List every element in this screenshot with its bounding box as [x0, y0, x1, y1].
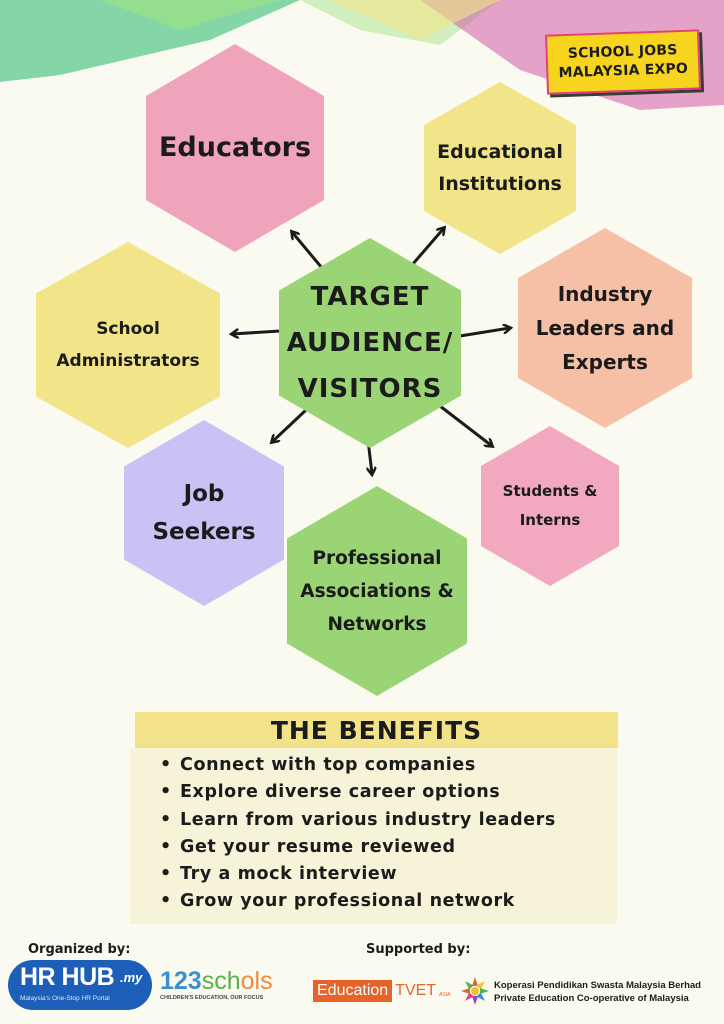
123schools-name-b: sch — [201, 967, 241, 995]
badge-line-2: MALAYSIA EXPO — [558, 60, 689, 82]
job-seekers-label: Job Seekers — [152, 481, 256, 545]
koperasi-line-2: Private Education Co-operative of Malays… — [494, 993, 689, 1004]
hrhub-name: HR HUB — [20, 963, 115, 991]
hex-industry: Industry Leaders and Experts — [518, 228, 692, 428]
hex-educators: Educators — [146, 44, 324, 252]
supported-by-label: Supported by: — [366, 942, 471, 957]
koperasi-logo: Koperasi Pendidikan Swasta Malaysia Berh… — [460, 976, 722, 1008]
benefit-item: Connect with top companies — [160, 752, 617, 780]
benefits-title: THE BENEFITS — [270, 715, 483, 745]
benefits-list-box: Connect with top companies Explore diver… — [130, 748, 617, 924]
center-label: TARGET AUDIENCE/ VISITORS — [286, 282, 454, 404]
benefits-list: Connect with top companies Explore diver… — [130, 748, 617, 916]
hex-associations: Professional Associations & Networks — [287, 486, 467, 696]
industry-label: Industry Leaders and Experts — [535, 282, 675, 374]
hex-center: TARGET AUDIENCE/ VISITORS — [279, 238, 461, 448]
benefit-item: Learn from various industry leaders — [160, 807, 617, 835]
education-tvet-suffix: ASIA — [439, 992, 451, 998]
event-badge: SCHOOL JOBS MALAYSIA EXPO — [544, 29, 702, 95]
benefits-header: THE BENEFITS — [135, 712, 618, 748]
123schools-name-a: 123 — [160, 967, 202, 995]
hrhub-logo: HR HUB .my Malaysia's One-Stop HR Portal — [8, 960, 152, 1010]
hrhub-tagline: Malaysia's One-Stop HR Portal — [20, 995, 110, 1002]
koperasi-emblem-icon — [461, 977, 489, 1005]
hrhub-suffix: .my — [120, 970, 143, 985]
hex-administrators: School Administrators — [36, 242, 220, 448]
benefit-item: Grow your professional network — [160, 888, 617, 916]
educators-label: Educators — [158, 132, 312, 163]
education-tvet-logo: Education TVET ASIA — [313, 980, 450, 1002]
benefit-item: Explore diverse career options — [160, 779, 617, 807]
123schools-logo: 123schols CHILDREN'S EDUCATION, OUR FOCU… — [160, 968, 300, 1012]
education-tvet-part2: TVET — [395, 982, 437, 999]
123schools-tagline: CHILDREN'S EDUCATION, OUR FOCUS — [160, 995, 264, 1001]
123schools-name-c: ols — [240, 967, 273, 995]
organized-by-label: Organized by: — [28, 942, 131, 957]
administrators-label: School Administrators — [56, 319, 200, 371]
education-tvet-part1: Education — [313, 980, 393, 1002]
associations-label: Professional Associations & Networks — [300, 547, 454, 635]
benefit-item: Get your resume reviewed — [160, 834, 617, 862]
institutions-label: Educational Institutions — [437, 141, 563, 195]
benefit-item: Try a mock interview — [160, 861, 617, 889]
students-label: Students & Interns — [502, 482, 598, 529]
koperasi-line-1: Koperasi Pendidikan Swasta Malaysia Berh… — [494, 980, 701, 991]
